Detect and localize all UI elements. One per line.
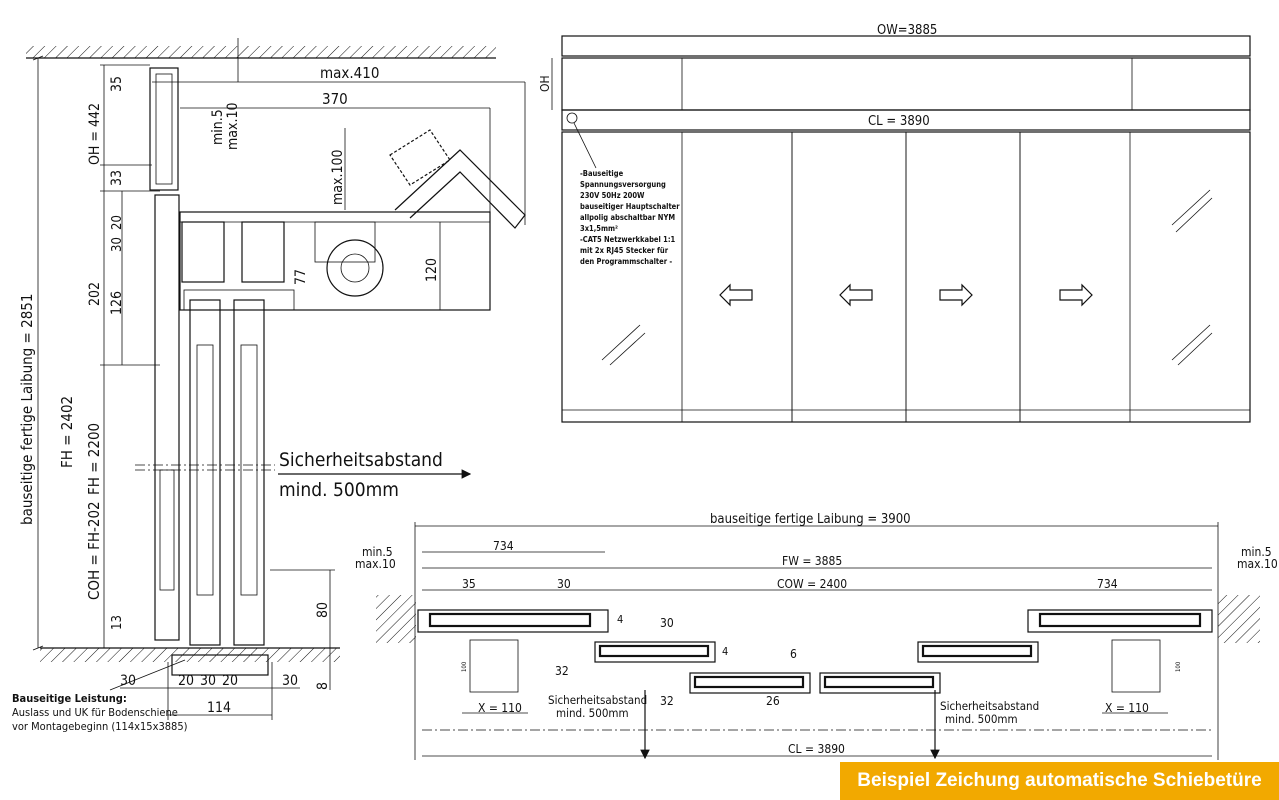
dim-6: 6 <box>790 647 797 661</box>
dim-33: 33 <box>109 170 125 186</box>
dim-734-left: 734 <box>493 539 514 553</box>
leistung-line-1: Bauseitige Leistung: <box>12 692 127 705</box>
max10-right: max.10 <box>1237 557 1278 571</box>
dim-30-plan-a: 30 <box>557 577 571 591</box>
dim-cl-elevation: CL = 3890 <box>868 114 930 129</box>
x110-right: X = 110 <box>1105 701 1149 715</box>
svg-text:-CAT5 Netzwerkkabel 1:1: -CAT5 Netzwerkkabel 1:1 <box>580 235 676 244</box>
svg-text:den Programmschalter -: den Programmschalter - <box>580 257 672 266</box>
dim-4-b: 4 <box>722 645 728 658</box>
dim-cow: COW = 2400 <box>777 577 847 591</box>
bottom-dim-30-mid: 30 <box>200 673 216 689</box>
dim-fh-2402: FH = 2402 <box>58 396 76 468</box>
dim-32-b: 32 <box>660 694 674 708</box>
dim-20: 20 <box>110 215 125 230</box>
svg-text:bauseitiger Hauptschalter: bauseitiger Hauptschalter <box>580 202 680 211</box>
dim-cl-plan: CL = 3890 <box>788 742 845 756</box>
dim-202: 202 <box>87 282 103 306</box>
max10-left: max.10 <box>355 557 396 571</box>
elevation-view: OW=3885 OH CL = 3890 -Bauseitige Spannun… <box>538 23 1251 423</box>
bottom-dim-30-right: 30 <box>282 673 298 689</box>
power-supply-note: -Bauseitige Spannungsversorgung 230V 50H… <box>580 169 680 266</box>
dim-laibung-3900: bauseitige fertige Laibung = 3900 <box>710 512 911 527</box>
dim-laibung-2851: bauseitige fertige Laibung = 2851 <box>18 294 36 525</box>
safety-plan-right-1: Sicherheitsabstand <box>940 699 1039 713</box>
dim-oh-elevation: OH <box>538 75 552 92</box>
dim-fh-2200: FH = 2200 <box>85 423 103 495</box>
dim-max-100: max.100 <box>330 150 346 205</box>
dim-max-10: max.10 <box>225 103 241 150</box>
dim-734-right: 734 <box>1097 577 1118 591</box>
safety-distance-label: Sicherheitsabstand <box>279 449 443 471</box>
dim-100-right: 100 <box>1175 661 1182 672</box>
dim-26: 26 <box>766 694 780 708</box>
dim-126: 126 <box>109 291 125 315</box>
section-view: bauseitige fertige Laibung = 2851 OH = 4… <box>12 38 526 733</box>
safety-plan-left-1: Sicherheitsabstand <box>548 693 647 707</box>
svg-text:3x1,5mm²: 3x1,5mm² <box>580 224 618 233</box>
dim-35-plan: 35 <box>462 577 476 591</box>
dim-4-a: 4 <box>617 613 623 626</box>
dim-100-left: 100 <box>461 661 468 672</box>
svg-text:Spannungsversorgung: Spannungsversorgung <box>580 180 666 189</box>
leistung-line-2: Auslass und UK für Bodenschiene <box>12 706 178 719</box>
dim-80: 80 <box>315 602 331 618</box>
safety-distance-min: mind. 500mm <box>279 479 399 501</box>
dim-max-410: max.410 <box>320 64 379 82</box>
bottom-dim-30-left: 30 <box>120 673 136 689</box>
dim-ow: OW=3885 <box>877 23 937 38</box>
dim-13: 13 <box>110 615 125 630</box>
title-banner: Beispiel Zeichung automatische Schiebetü… <box>840 762 1279 800</box>
dim-35: 35 <box>109 76 125 92</box>
dim-min-5: min.5 <box>210 109 226 145</box>
plan-view: bauseitige fertige Laibung = 3900 min.5 … <box>355 512 1278 760</box>
bottom-dim-20-b: 20 <box>222 673 238 689</box>
min5-left: min.5 <box>362 545 393 559</box>
safety-plan-left-2: mind. 500mm <box>556 706 629 720</box>
dim-oh-442: OH = 442 <box>87 103 103 165</box>
dim-fw: FW = 3885 <box>782 554 842 568</box>
dim-8: 8 <box>315 682 331 690</box>
dim-77: 77 <box>293 269 309 285</box>
x110-left: X = 110 <box>478 701 522 715</box>
svg-text:allpolig abschaltbar NYM: allpolig abschaltbar NYM <box>580 213 675 222</box>
min5-right: min.5 <box>1241 545 1272 559</box>
dim-114: 114 <box>207 700 231 716</box>
leistung-line-3: vor Montagebeginn (114x15x3885) <box>12 720 188 733</box>
svg-text:mit 2x RJ45 Stecker für: mit 2x RJ45 Stecker für <box>580 246 669 255</box>
dim-32-a: 32 <box>555 664 569 678</box>
dim-370: 370 <box>322 90 348 108</box>
dim-120: 120 <box>424 258 440 282</box>
svg-text:-Bauseitige: -Bauseitige <box>580 169 624 178</box>
safety-plan-right-2: mind. 500mm <box>945 712 1018 726</box>
svg-text:230V 50Hz 200W: 230V 50Hz 200W <box>580 191 645 200</box>
dim-30-plan-b: 30 <box>660 616 674 630</box>
bottom-dim-20-a: 20 <box>178 673 194 689</box>
dim-30-vert: 30 <box>110 237 125 252</box>
dim-coh: COH = FH-202 <box>85 501 103 600</box>
